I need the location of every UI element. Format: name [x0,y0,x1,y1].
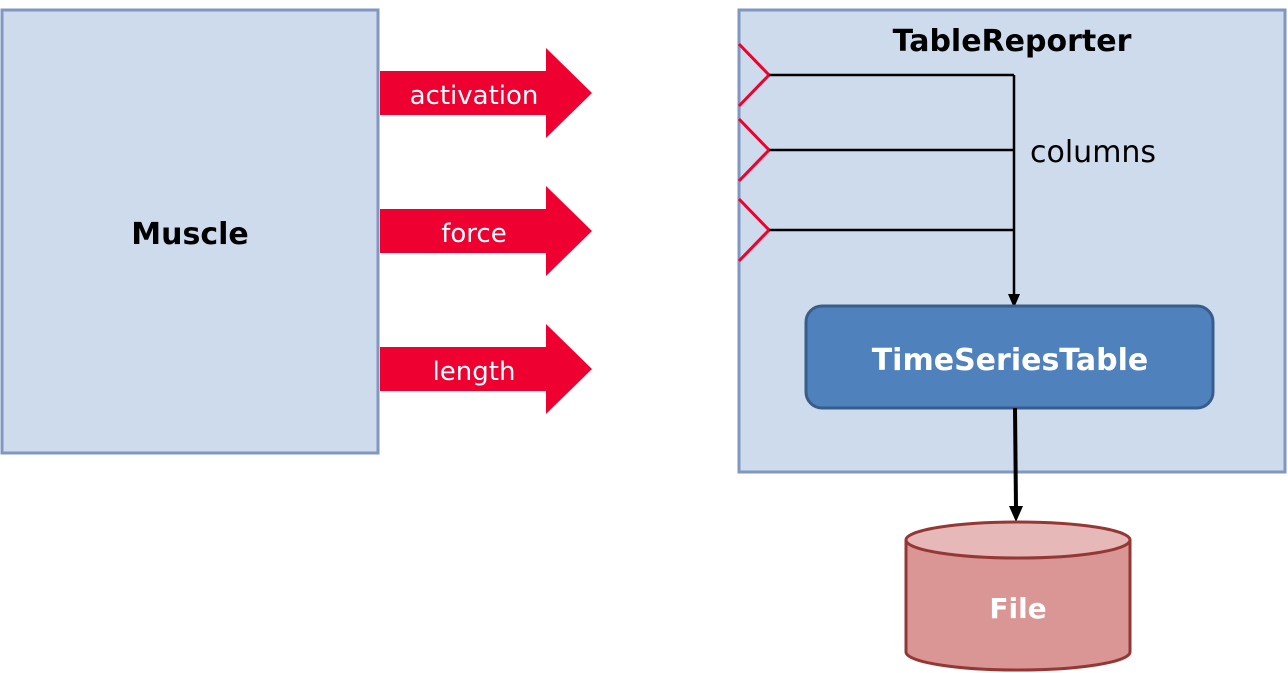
arrow-shape [380,324,592,414]
write-connector [1013,407,1018,509]
table-reporter-component: TableReporter columns TimeSeriesTable [737,8,1287,474]
muscle-component: Muscle [0,8,380,455]
columns-arrowhead [1008,294,1020,308]
output-label-force: force [441,219,506,249]
file-label: File [989,592,1046,625]
muscle-label: Muscle [131,217,248,252]
time-series-table-box [804,304,1215,410]
write-arrowhead [1009,506,1023,522]
columns-label: columns [1030,135,1156,170]
file-cylinder-top [904,520,1132,560]
output-arrow-force: force [380,186,592,276]
muscle-box [0,8,380,455]
arrow-shape [380,186,592,276]
output-label-length: length [433,357,516,387]
arrow-shape [380,48,592,138]
time-series-table-label: TimeSeriesTable [872,343,1149,378]
file-cylinder-body [904,540,1132,672]
output-label-activation: activation [410,81,539,111]
table-reporter-title: TableReporter [893,24,1132,59]
output-arrow-length: length [380,324,592,414]
file-component: File [904,520,1132,672]
output-arrow-activation: activation [380,48,592,138]
